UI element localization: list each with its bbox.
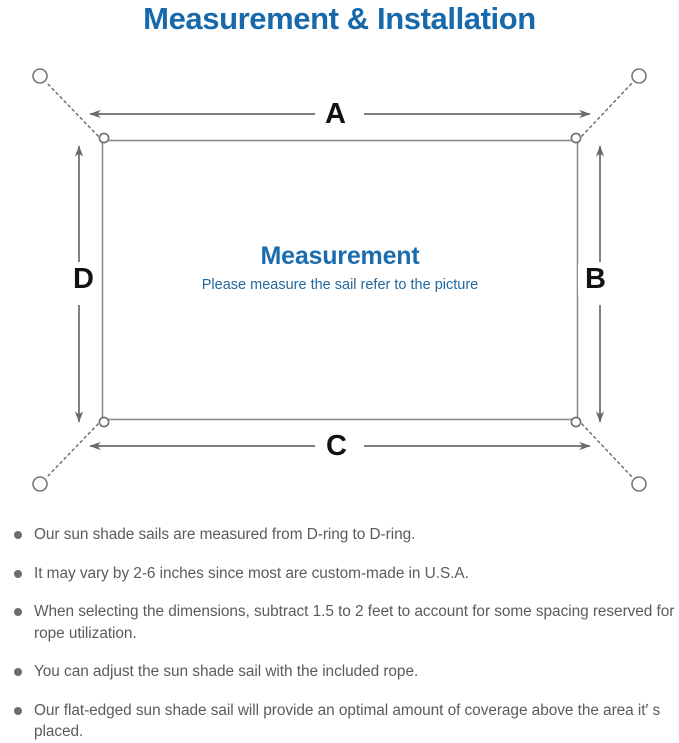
rope-line-bottom-left — [45, 423, 99, 479]
d-ring-top-right — [570, 132, 582, 144]
anchor-points — [32, 68, 647, 492]
rope-line-top-left — [45, 81, 99, 137]
dimension-label-c: C — [319, 431, 354, 462]
d-ring-top-left — [98, 132, 110, 144]
list-item: It may vary by 2-6 inches since most are… — [10, 563, 679, 585]
note-text: You can adjust the sun shade sail with t… — [34, 663, 419, 680]
sail-rectangle — [101, 139, 579, 421]
dimension-label-d: D — [66, 264, 101, 295]
list-item: You can adjust the sun shade sail with t… — [10, 661, 679, 683]
anchor-point-top-right — [631, 68, 647, 84]
bullet-icon — [14, 706, 22, 715]
page-title: Measurement & Installation — [143, 1, 536, 36]
note-text: When selecting the dimensions, subtract … — [34, 603, 675, 642]
notes-list: Our sun shade sails are measured from D-… — [10, 524, 679, 743]
list-item: When selecting the dimensions, subtract … — [10, 601, 679, 644]
anchor-point-bottom-left — [32, 476, 48, 492]
d-ring-bottom-left — [98, 416, 110, 428]
bullet-icon — [14, 569, 22, 578]
sail-diagram — [32, 68, 647, 492]
bullet-icon — [14, 668, 22, 676]
bullet-icon — [14, 608, 22, 616]
rope-line-bottom-right — [581, 423, 634, 479]
note-text: It may vary by 2-6 inches since most are… — [34, 564, 469, 582]
note-text: Our flat-edged sun shade sail will provi… — [34, 701, 661, 741]
list-item: Our flat-edged sun shade sail will provi… — [10, 700, 679, 743]
rope-line-top-right — [581, 81, 634, 137]
note-text: Our sun shade sails are measured from D-… — [34, 526, 416, 543]
list-item: Our sun shade sails are measured from D-… — [10, 524, 679, 546]
dimension-label-a: A — [318, 99, 353, 130]
anchor-point-bottom-right — [631, 476, 647, 492]
d-ring-bottom-right — [570, 416, 582, 428]
d-rings — [98, 132, 582, 428]
dimension-label-b: B — [578, 264, 613, 295]
anchor-point-top-left — [32, 68, 48, 84]
rope-lines — [45, 81, 634, 479]
bullet-icon — [14, 531, 22, 539]
